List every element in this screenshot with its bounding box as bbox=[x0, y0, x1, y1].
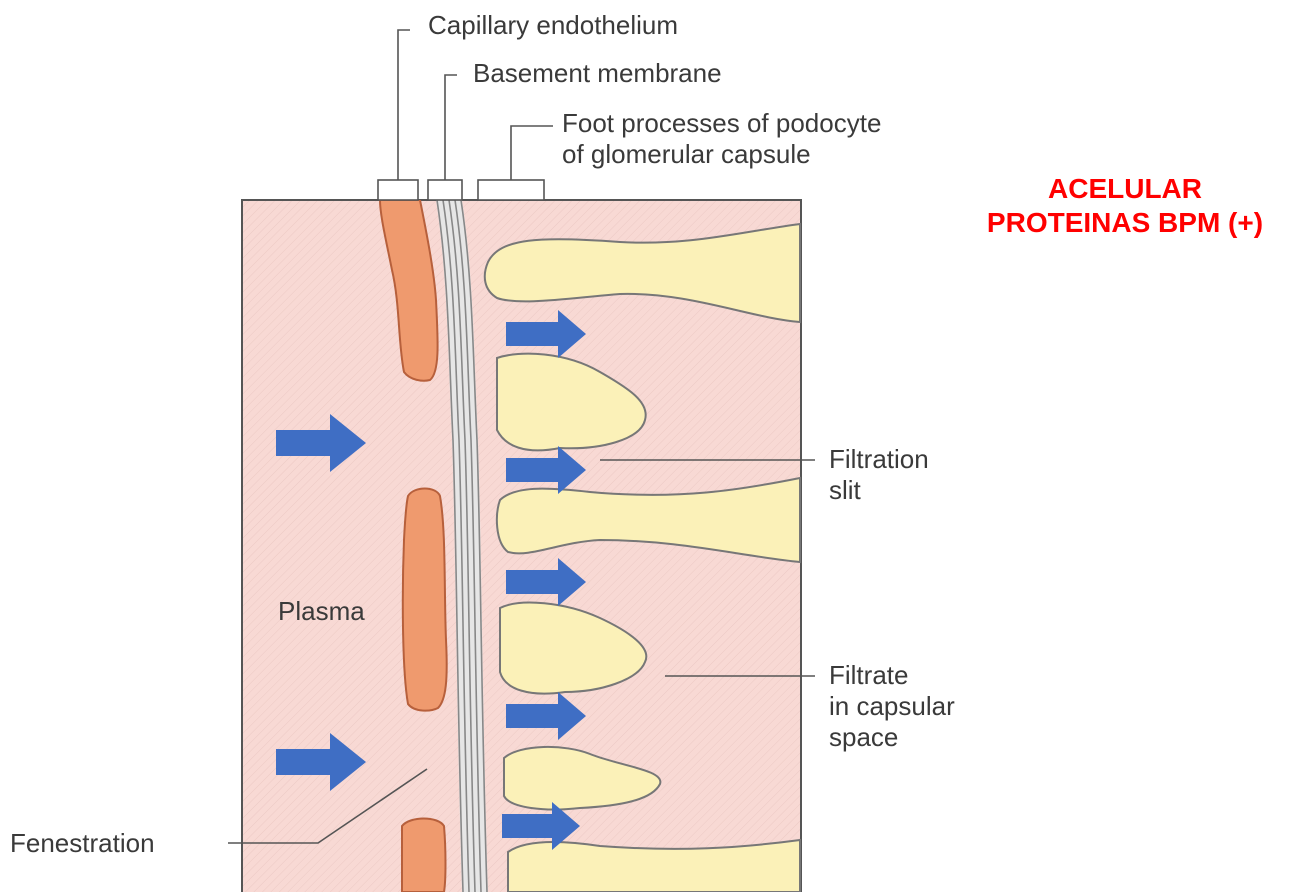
label-filtrate-line3: space bbox=[829, 722, 955, 753]
label-filtration-slit-line2: slit bbox=[829, 475, 929, 506]
endothelium-segment bbox=[403, 489, 447, 711]
foot-process bbox=[508, 840, 800, 892]
label-filtration-slit-line1: Filtration bbox=[829, 444, 929, 475]
label-foot-processes-line2: of glomerular capsule bbox=[562, 139, 881, 170]
label-filtrate: Filtrate in capsular space bbox=[829, 660, 955, 753]
endothelium-segment bbox=[402, 819, 446, 892]
label-basement-membrane: Basement membrane bbox=[473, 58, 722, 89]
label-fenestration: Fenestration bbox=[10, 828, 155, 859]
label-filtration-slit: Filtration slit bbox=[829, 444, 929, 506]
label-foot-processes-line1: Foot processes of podocyte bbox=[562, 108, 881, 139]
label-filtrate-line2: in capsular bbox=[829, 691, 955, 722]
annotation-line1: ACELULAR bbox=[955, 172, 1295, 206]
label-brackets bbox=[378, 180, 544, 200]
annotation-note: ACELULAR PROTEINAS BPM (+) bbox=[955, 172, 1295, 240]
annotation-line2: PROTEINAS BPM (+) bbox=[955, 206, 1295, 240]
label-capillary-endothelium: Capillary endothelium bbox=[428, 10, 678, 41]
label-foot-processes: Foot processes of podocyte of glomerular… bbox=[562, 108, 881, 170]
label-filtrate-line1: Filtrate bbox=[829, 660, 955, 691]
label-plasma: Plasma bbox=[278, 596, 365, 627]
